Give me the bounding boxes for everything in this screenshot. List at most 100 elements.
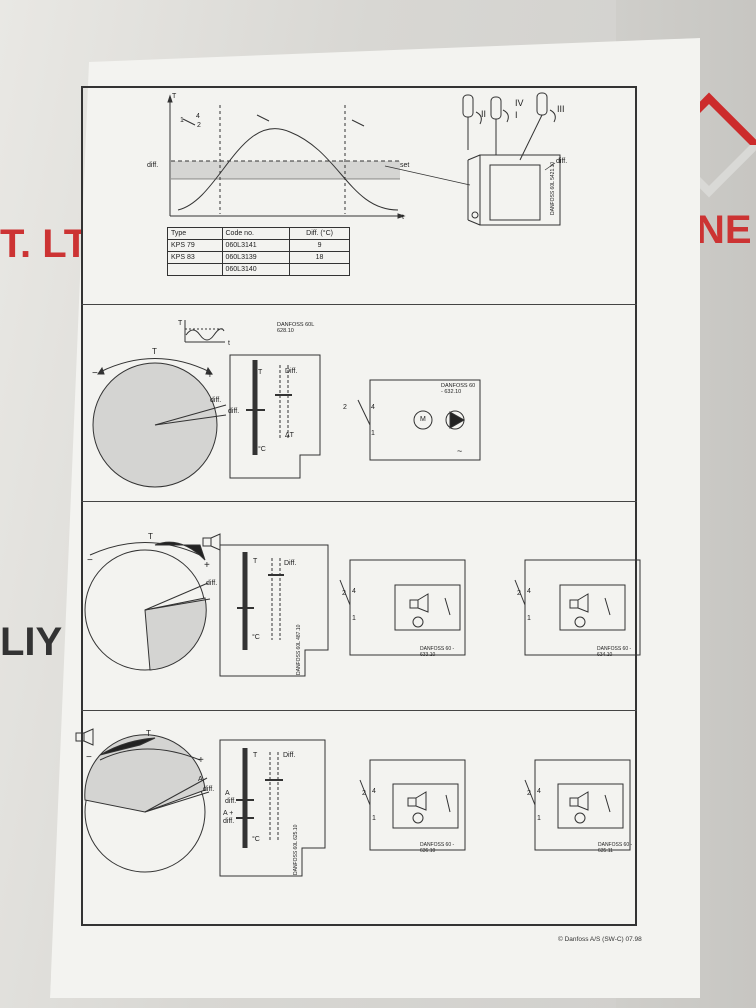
graph-set-label: set bbox=[400, 162, 410, 169]
scale-T-label-section4: T bbox=[253, 752, 258, 759]
switch-blade bbox=[357, 399, 371, 426]
table-row: 060L3140 bbox=[167, 263, 350, 276]
screwdriver-III bbox=[536, 92, 548, 116]
switch-symbol-1 bbox=[182, 118, 196, 126]
alarm-box-left bbox=[394, 584, 461, 631]
scale-dT-label: ΔT bbox=[285, 432, 294, 439]
screwdriver-II bbox=[462, 94, 474, 118]
circuit-ref-code-right: DANFOSS 60 - 634.10 bbox=[597, 646, 632, 658]
scale-unit-label-section4: °C bbox=[252, 836, 260, 843]
circuit-contact-1-s4-left: 1 bbox=[372, 815, 376, 822]
scale-A-plus-label-section4: A + bbox=[223, 810, 234, 817]
scale-T-label: T bbox=[258, 369, 263, 376]
screw-label-I: I bbox=[515, 110, 518, 120]
table-header-cell: Code no. bbox=[221, 227, 291, 240]
table-cell: KPS 79 bbox=[167, 239, 223, 252]
circuit-contact-1-right: 1 bbox=[527, 615, 531, 622]
dial-minus-label-section3: − bbox=[87, 555, 93, 566]
dial-plus-label-section3: + bbox=[204, 560, 210, 571]
table-cell: 18 bbox=[289, 251, 350, 264]
graph-diff-label: diff. bbox=[147, 162, 159, 169]
temperature-curve bbox=[177, 128, 399, 211]
background-text-left-top: T. LT bbox=[0, 222, 89, 266]
device-body bbox=[479, 154, 561, 226]
dial-pointer-lower bbox=[154, 414, 227, 426]
thermostat-device bbox=[462, 92, 561, 226]
scale-panel-section2 bbox=[229, 354, 321, 479]
x-axis-arrow bbox=[397, 213, 406, 219]
table-cell: 9 bbox=[289, 239, 350, 252]
device-diff-label: diff. bbox=[556, 158, 568, 165]
scale-panel-section3 bbox=[219, 544, 329, 677]
circuit-contact-2-right: 2 bbox=[517, 590, 521, 597]
scale-A-label-section4: A bbox=[225, 790, 230, 797]
table-cell: KPS 83 bbox=[167, 251, 223, 264]
device-mechanism bbox=[489, 164, 541, 221]
switch-symbol-3 bbox=[351, 119, 365, 127]
scale-Diff-label-section3: Diff. bbox=[284, 560, 297, 567]
motor-label: M bbox=[420, 416, 426, 423]
table-header-cell: Diff. (°C) bbox=[289, 227, 350, 240]
graph-y-label: T bbox=[172, 93, 177, 100]
dial-pointer-upper bbox=[154, 404, 227, 426]
circuit-contact-4-s4-right: 4 bbox=[537, 788, 541, 795]
table-cell: 060L3141 bbox=[221, 239, 291, 252]
table-header-row: Type Code no. Diff. (°C) bbox=[167, 227, 350, 240]
dial-plus-label: + bbox=[207, 370, 213, 381]
dial-minus-label-section4: − bbox=[86, 752, 92, 763]
type-code-table: Type Code no. Diff. (°C) KPS 79 060L3141… bbox=[167, 227, 350, 276]
scale-diff-small-label: diff. bbox=[228, 408, 240, 415]
mains-symbol: ~ bbox=[457, 446, 463, 456]
alarm-box-section4-left bbox=[392, 783, 459, 829]
circuit-frame-section3-right bbox=[524, 559, 641, 656]
circuit-frame-section4-left bbox=[369, 759, 466, 851]
sheet-frame bbox=[81, 86, 637, 926]
screw-label-IV: IV bbox=[515, 98, 524, 108]
screw-label-III: III bbox=[557, 104, 565, 114]
dial-T-label-section4: T bbox=[146, 729, 151, 738]
device-ref-code: DANFOSS 60L 5421.10 bbox=[550, 161, 556, 215]
scale-Diff-label-section4: Diff. bbox=[283, 752, 296, 759]
rotation-arrowhead bbox=[154, 541, 206, 561]
circuit-contact-2-s4-right: 2 bbox=[527, 790, 531, 797]
section-divider-3 bbox=[81, 710, 637, 711]
section-divider-1 bbox=[81, 304, 637, 305]
section2-ref-code: DANFOSS 60L 628.10 bbox=[277, 322, 315, 334]
dial-shaded-sector bbox=[144, 597, 207, 671]
section-divider-2 bbox=[81, 501, 637, 502]
table-row: KPS 83 060L3139 18 bbox=[167, 251, 350, 264]
dial-A-label-section4: A bbox=[198, 776, 203, 783]
scale-diff3-label-section4: diff. bbox=[223, 818, 235, 825]
table-cell: 060L3140 bbox=[221, 263, 291, 276]
table-header-cell: Type bbox=[167, 227, 223, 240]
alarm-box-section4-right bbox=[557, 783, 624, 829]
background-text-right: NE bbox=[696, 208, 752, 252]
table-cell bbox=[167, 263, 223, 276]
scale-Diff-label: Diff. bbox=[285, 368, 298, 375]
background-text-left-bottom: LIY bbox=[0, 620, 63, 664]
motor-symbol bbox=[413, 410, 433, 430]
circuit-ref-code-s4-right: DANFOSS 60 - 635.11 bbox=[598, 842, 633, 854]
graph-switch-contact-4: 4 bbox=[196, 113, 200, 120]
mini-graph-y-label: T bbox=[178, 320, 183, 327]
dial-plus-label-section4: + bbox=[198, 755, 204, 766]
dial-diff-label-section3: diff. bbox=[206, 580, 218, 587]
scale-unit-label-section3: °C bbox=[252, 634, 260, 641]
circuit-contact-4-left: 4 bbox=[352, 588, 356, 595]
diff-band bbox=[171, 161, 400, 179]
graph-switch-contact-2: 2 bbox=[197, 122, 201, 129]
rotation-arrow-II bbox=[475, 111, 482, 125]
circuit-frame-section4-right bbox=[534, 759, 631, 851]
screwdriver-IV bbox=[490, 96, 502, 120]
switch-symbol-2 bbox=[256, 114, 270, 122]
circuit-contact-2-left: 2 bbox=[342, 590, 346, 597]
dial-T-label-section3: T bbox=[148, 532, 153, 541]
rotation-arrow-IV bbox=[502, 109, 509, 123]
screw-label-II: II bbox=[481, 109, 487, 119]
circuit-contact-4: 4 bbox=[371, 404, 375, 411]
rotation-arrow-III bbox=[549, 109, 556, 123]
copyright-notice: © Danfoss A/S (SW-C) 07.98 bbox=[558, 936, 642, 943]
circuit-contact-2: 2 bbox=[343, 404, 347, 411]
y-axis-arrow bbox=[167, 94, 173, 103]
